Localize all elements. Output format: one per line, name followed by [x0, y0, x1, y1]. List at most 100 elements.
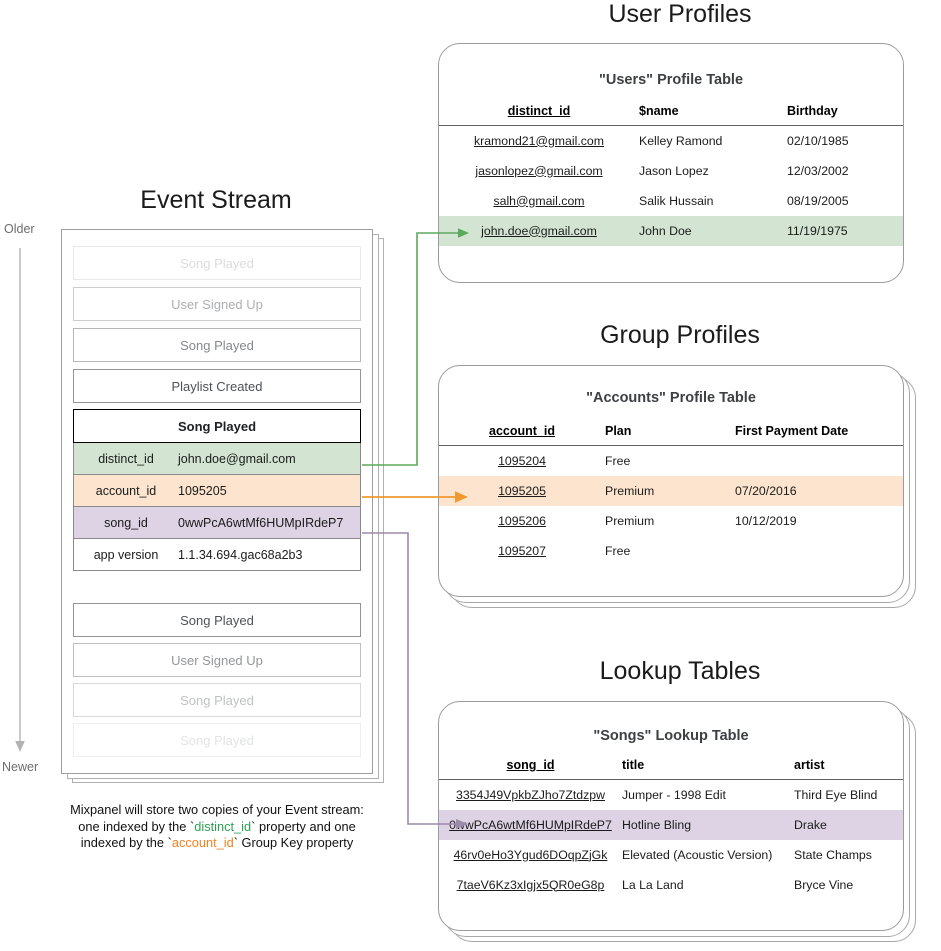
accounts-col-account-id: account_id: [439, 424, 605, 446]
accounts-table-row[interactable]: 1095207 Free: [439, 536, 903, 566]
users-table-row-cell-birthday: 11/19/1975: [787, 223, 848, 238]
event-property-value: john.doe@gmail.com: [178, 451, 296, 466]
songs-table-row[interactable]: 7taeV6Kz3xIgjx5QR0eG8p La La Land Bryce Vi…: [439, 870, 903, 900]
event-card-before-2[interactable]: Song Played: [73, 328, 361, 362]
songs-col-artist: artist: [794, 758, 903, 780]
songs-col-song-id: song_id: [439, 758, 622, 780]
event-card-label: Song Played: [180, 255, 254, 271]
event-property-key: song_id: [104, 515, 148, 530]
songs-table-row-cell-song_id: 46rv0eHo3Ygud6DOqpZjGk: [453, 847, 608, 862]
event-card-selected[interactable]: Song Played: [73, 409, 361, 443]
users-table-row-cell-distinct_id: jasonlopez@gmail.com: [475, 163, 603, 178]
caption-line-2: one indexed by the `distinct_id` propert…: [36, 819, 398, 836]
users-table-row-cell-name: John Doe: [639, 223, 692, 238]
accounts-table-row-cell-first_payment_date: [735, 536, 903, 566]
caption-line-1: Mixpanel will store two copies of your E…: [70, 802, 364, 817]
users-table-title: "Users" Profile Table: [598, 72, 744, 88]
accounts-table-title: "Accounts" Profile Table: [586, 390, 756, 406]
event-card-label: User Signed Up: [171, 652, 263, 668]
event-card-label: Playlist Created: [171, 378, 263, 394]
event-property-value: 0wwPcA6wtMf6HUMpIRdeP7: [178, 515, 344, 530]
users-table-row-cell-birthday: 08/19/2005: [787, 193, 849, 208]
caption-line-3: indexed by the `account_id` Group Key pr…: [36, 835, 398, 852]
songs-table-row-cell-title: Hotline Bling: [622, 817, 692, 832]
event-card-after-1[interactable]: User Signed Up: [73, 643, 361, 677]
accounts-table-row-cell-first_payment_date: [735, 446, 903, 476]
caption-line-3-part-c: ` Group Key property: [233, 835, 354, 850]
accounts-table-header-row: account_id Plan First Payment Date: [439, 424, 903, 446]
users-table-row-cell-name: Kelley Ramond: [639, 133, 723, 148]
event-property-row-account-id[interactable]: account_id 1095205: [73, 475, 361, 507]
caption-distinct-id-token: distinct_id: [194, 818, 252, 834]
accounts-table-row-cell-plan: Premium: [605, 483, 655, 498]
songs-col-title: title: [622, 758, 794, 780]
event-card-label: Song Played: [180, 612, 254, 628]
users-table: distinct_id $name Birthday kramond21@gma…: [439, 104, 903, 246]
songs-table-row[interactable]: 3354J49VpkbZJho7Ztdzpw Jumper - 1998 Edit…: [439, 780, 903, 810]
songs-table-row-cell-artist: Third Eye Blind: [794, 787, 878, 802]
accounts-table-row-cell-account_id: 1095205: [498, 483, 546, 498]
songs-table: song_id title artist 3354J49VpkbZJho7Ztd…: [439, 758, 903, 900]
event-card-before-1[interactable]: User Signed Up: [73, 287, 361, 321]
songs-table-row-cell-title: Jumper - 1998 Edit: [622, 787, 726, 802]
users-table-row[interactable]: john.doe@gmail.com John Doe 11/19/1975: [439, 215, 903, 246]
event-property-key: account_id: [95, 483, 157, 498]
event-card-label: Song Played: [180, 337, 254, 353]
songs-table-title: "Songs" Lookup Table: [593, 728, 749, 744]
accounts-table: account_id Plan First Payment Date 10952…: [439, 424, 903, 566]
users-table-row-cell-distinct_id: salh@gmail.com: [493, 193, 585, 208]
users-table-header-row: distinct_id $name Birthday: [439, 104, 903, 126]
event-card-after-3[interactable]: Song Played: [73, 723, 361, 757]
users-table-row[interactable]: jasonlopez@gmail.com Jason Lopez 12/03/200…: [439, 156, 903, 186]
accounts-table-row-cell-first_payment_date: 07/20/2016: [735, 483, 797, 498]
caption-account-id-token: account_id: [171, 835, 234, 850]
caption-line-3-part-a: indexed by the `: [80, 835, 172, 850]
event-property-value: 1095205: [178, 483, 227, 498]
users-table-row-cell-birthday: 12/03/2002: [787, 163, 849, 178]
songs-table-row-cell-artist: Bryce Vine: [794, 877, 854, 892]
songs-table-row-cell-title: La La Land: [622, 877, 684, 892]
songs-lookup-card: "Songs" Lookup Table song_id title artis…: [438, 701, 904, 931]
users-col-birthday: Birthday: [787, 104, 903, 126]
accounts-col-plan: Plan: [605, 424, 735, 446]
event-card-label: Song Played: [180, 692, 254, 708]
songs-table-row-cell-song_id: 3354J49VpkbZJho7Ztdzpw: [455, 787, 606, 802]
caption-line-2-part-a: one indexed by the `: [78, 818, 195, 834]
event-card-after-0[interactable]: Song Played: [73, 603, 361, 637]
event-card-before-3[interactable]: Playlist Created: [73, 369, 361, 403]
accounts-table-row-cell-plan: Free: [605, 453, 631, 468]
songs-table-row-cell-song_id: 0wwPcA6wtMf6HUMpIRdeP7: [449, 817, 612, 832]
event-property-key: app version: [93, 547, 159, 562]
users-table-row[interactable]: kramond21@gmail.com Kelley Ramond 02/10/19…: [439, 126, 903, 156]
caption-line-2-part-c: ` property and one: [251, 818, 356, 834]
users-table-row-cell-distinct_id: kramond21@gmail.com: [473, 133, 605, 148]
event-card-after-2[interactable]: Song Played: [73, 683, 361, 717]
event-property-row-app-version[interactable]: app version 1.1.34.694.gac68a2b3: [73, 539, 361, 571]
event-stream-caption: Mixpanel will store two copies of your E…: [36, 802, 398, 852]
users-col-name: $name: [639, 104, 787, 126]
users-table-row-cell-birthday: 02/10/1985: [787, 133, 849, 148]
event-card-label: User Signed Up: [171, 296, 263, 312]
event-property-value: 1.1.34.694.gac68a2b3: [178, 547, 303, 562]
event-property-row-song-id[interactable]: song_id 0wwPcA6wtMf6HUMpIRdeP7: [73, 507, 361, 539]
accounts-profile-card: "Accounts" Profile Table account_id Plan…: [438, 365, 904, 597]
accounts-table-row[interactable]: 1095205 Premium 07/20/2016: [439, 475, 903, 506]
event-card-label: Song Played: [180, 732, 254, 748]
users-profile-card: "Users" Profile Table distinct_id $name …: [438, 43, 904, 283]
accounts-table-row-cell-plan: Free: [605, 543, 631, 558]
accounts-table-row-cell-first_payment_date: 10/12/2019: [735, 513, 797, 528]
users-table-row-cell-name: Jason Lopez: [639, 163, 709, 178]
songs-table-row-cell-song_id: 7taeV6Kz3xIgjx5QR0eG8p: [456, 877, 605, 892]
songs-table-row-cell-artist: State Champs: [794, 847, 872, 862]
event-card-before-0[interactable]: Song Played: [73, 246, 361, 280]
group-profiles-title: Group Profiles: [600, 321, 760, 349]
users-table-row-cell-distinct_id: john.doe@gmail.com: [481, 223, 597, 238]
timeline-older-label: Older: [4, 222, 35, 236]
accounts-table-row-cell-account_id: 1095207: [498, 543, 546, 558]
